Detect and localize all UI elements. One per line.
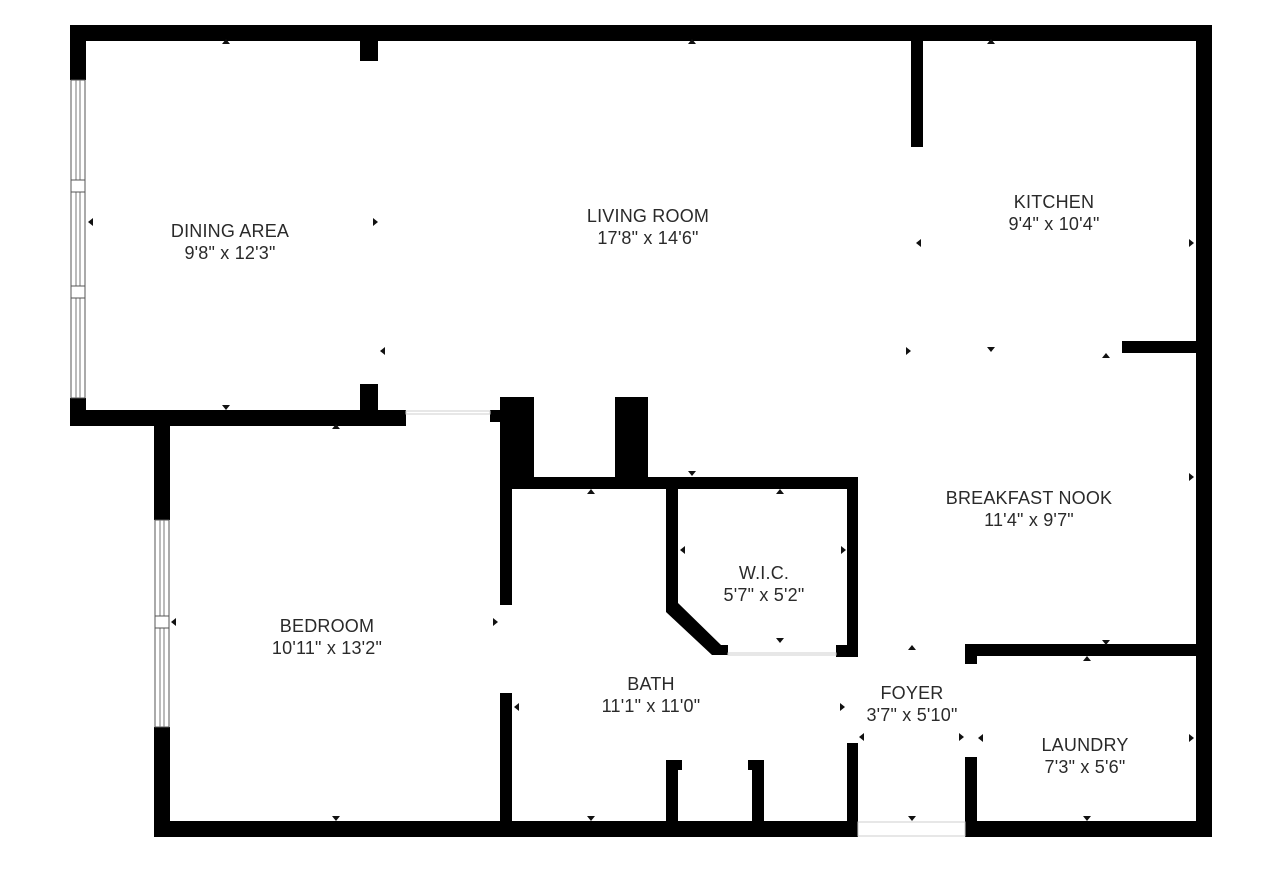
room-bedroom: BEDROOM 10'11" x 13'2" xyxy=(272,615,382,659)
room-name: DINING AREA xyxy=(170,221,290,241)
room-name: LIVING ROOM xyxy=(586,206,710,226)
room-dimensions: 7'3" x 5'6" xyxy=(1044,757,1126,777)
walls xyxy=(70,25,1212,837)
room-name: LAUNDRY xyxy=(1041,735,1129,755)
room-dining-area: DINING AREA 9'8" x 12'3" xyxy=(171,220,289,264)
room-name: W.I.C. xyxy=(738,563,790,583)
room-bath: BATH 11'1" x 11'0" xyxy=(602,673,701,717)
room-walk-in-closet: W.I.C. 5'7" x 5'2" xyxy=(724,562,805,606)
room-dimensions: 11'4" x 9'7" xyxy=(984,510,1074,530)
room-name: BEDROOM xyxy=(279,616,375,636)
room-foyer: FOYER 3'7" x 5'10" xyxy=(866,682,957,726)
room-laundry: LAUNDRY 7'3" x 5'6" xyxy=(1041,734,1128,778)
room-name: KITCHEN xyxy=(1013,192,1095,212)
doorways xyxy=(405,410,966,837)
room-dimensions: 5'7" x 5'2" xyxy=(723,585,805,605)
room-dimensions: 9'8" x 12'3" xyxy=(184,243,276,263)
measurement-markers xyxy=(88,39,1194,821)
room-name: BREAKFAST NOOK xyxy=(945,488,1113,508)
room-breakfast-nook: BREAKFAST NOOK 11'4" x 9'7" xyxy=(946,487,1113,531)
room-kitchen: KITCHEN 9'4" x 10'4" xyxy=(1008,191,1099,235)
room-living-room: LIVING ROOM 17'8" x 14'6" xyxy=(587,205,709,249)
windows xyxy=(70,79,170,728)
room-dimensions: 17'8" x 14'6" xyxy=(597,228,699,248)
room-dimensions: 11'1" x 11'0" xyxy=(601,696,701,716)
room-dimensions: 9'4" x 10'4" xyxy=(1008,214,1100,234)
room-name: BATH xyxy=(627,674,675,694)
room-name: FOYER xyxy=(880,683,944,703)
room-dimensions: 3'7" x 5'10" xyxy=(866,705,958,725)
room-dimensions: 10'11" x 13'2" xyxy=(271,638,383,658)
